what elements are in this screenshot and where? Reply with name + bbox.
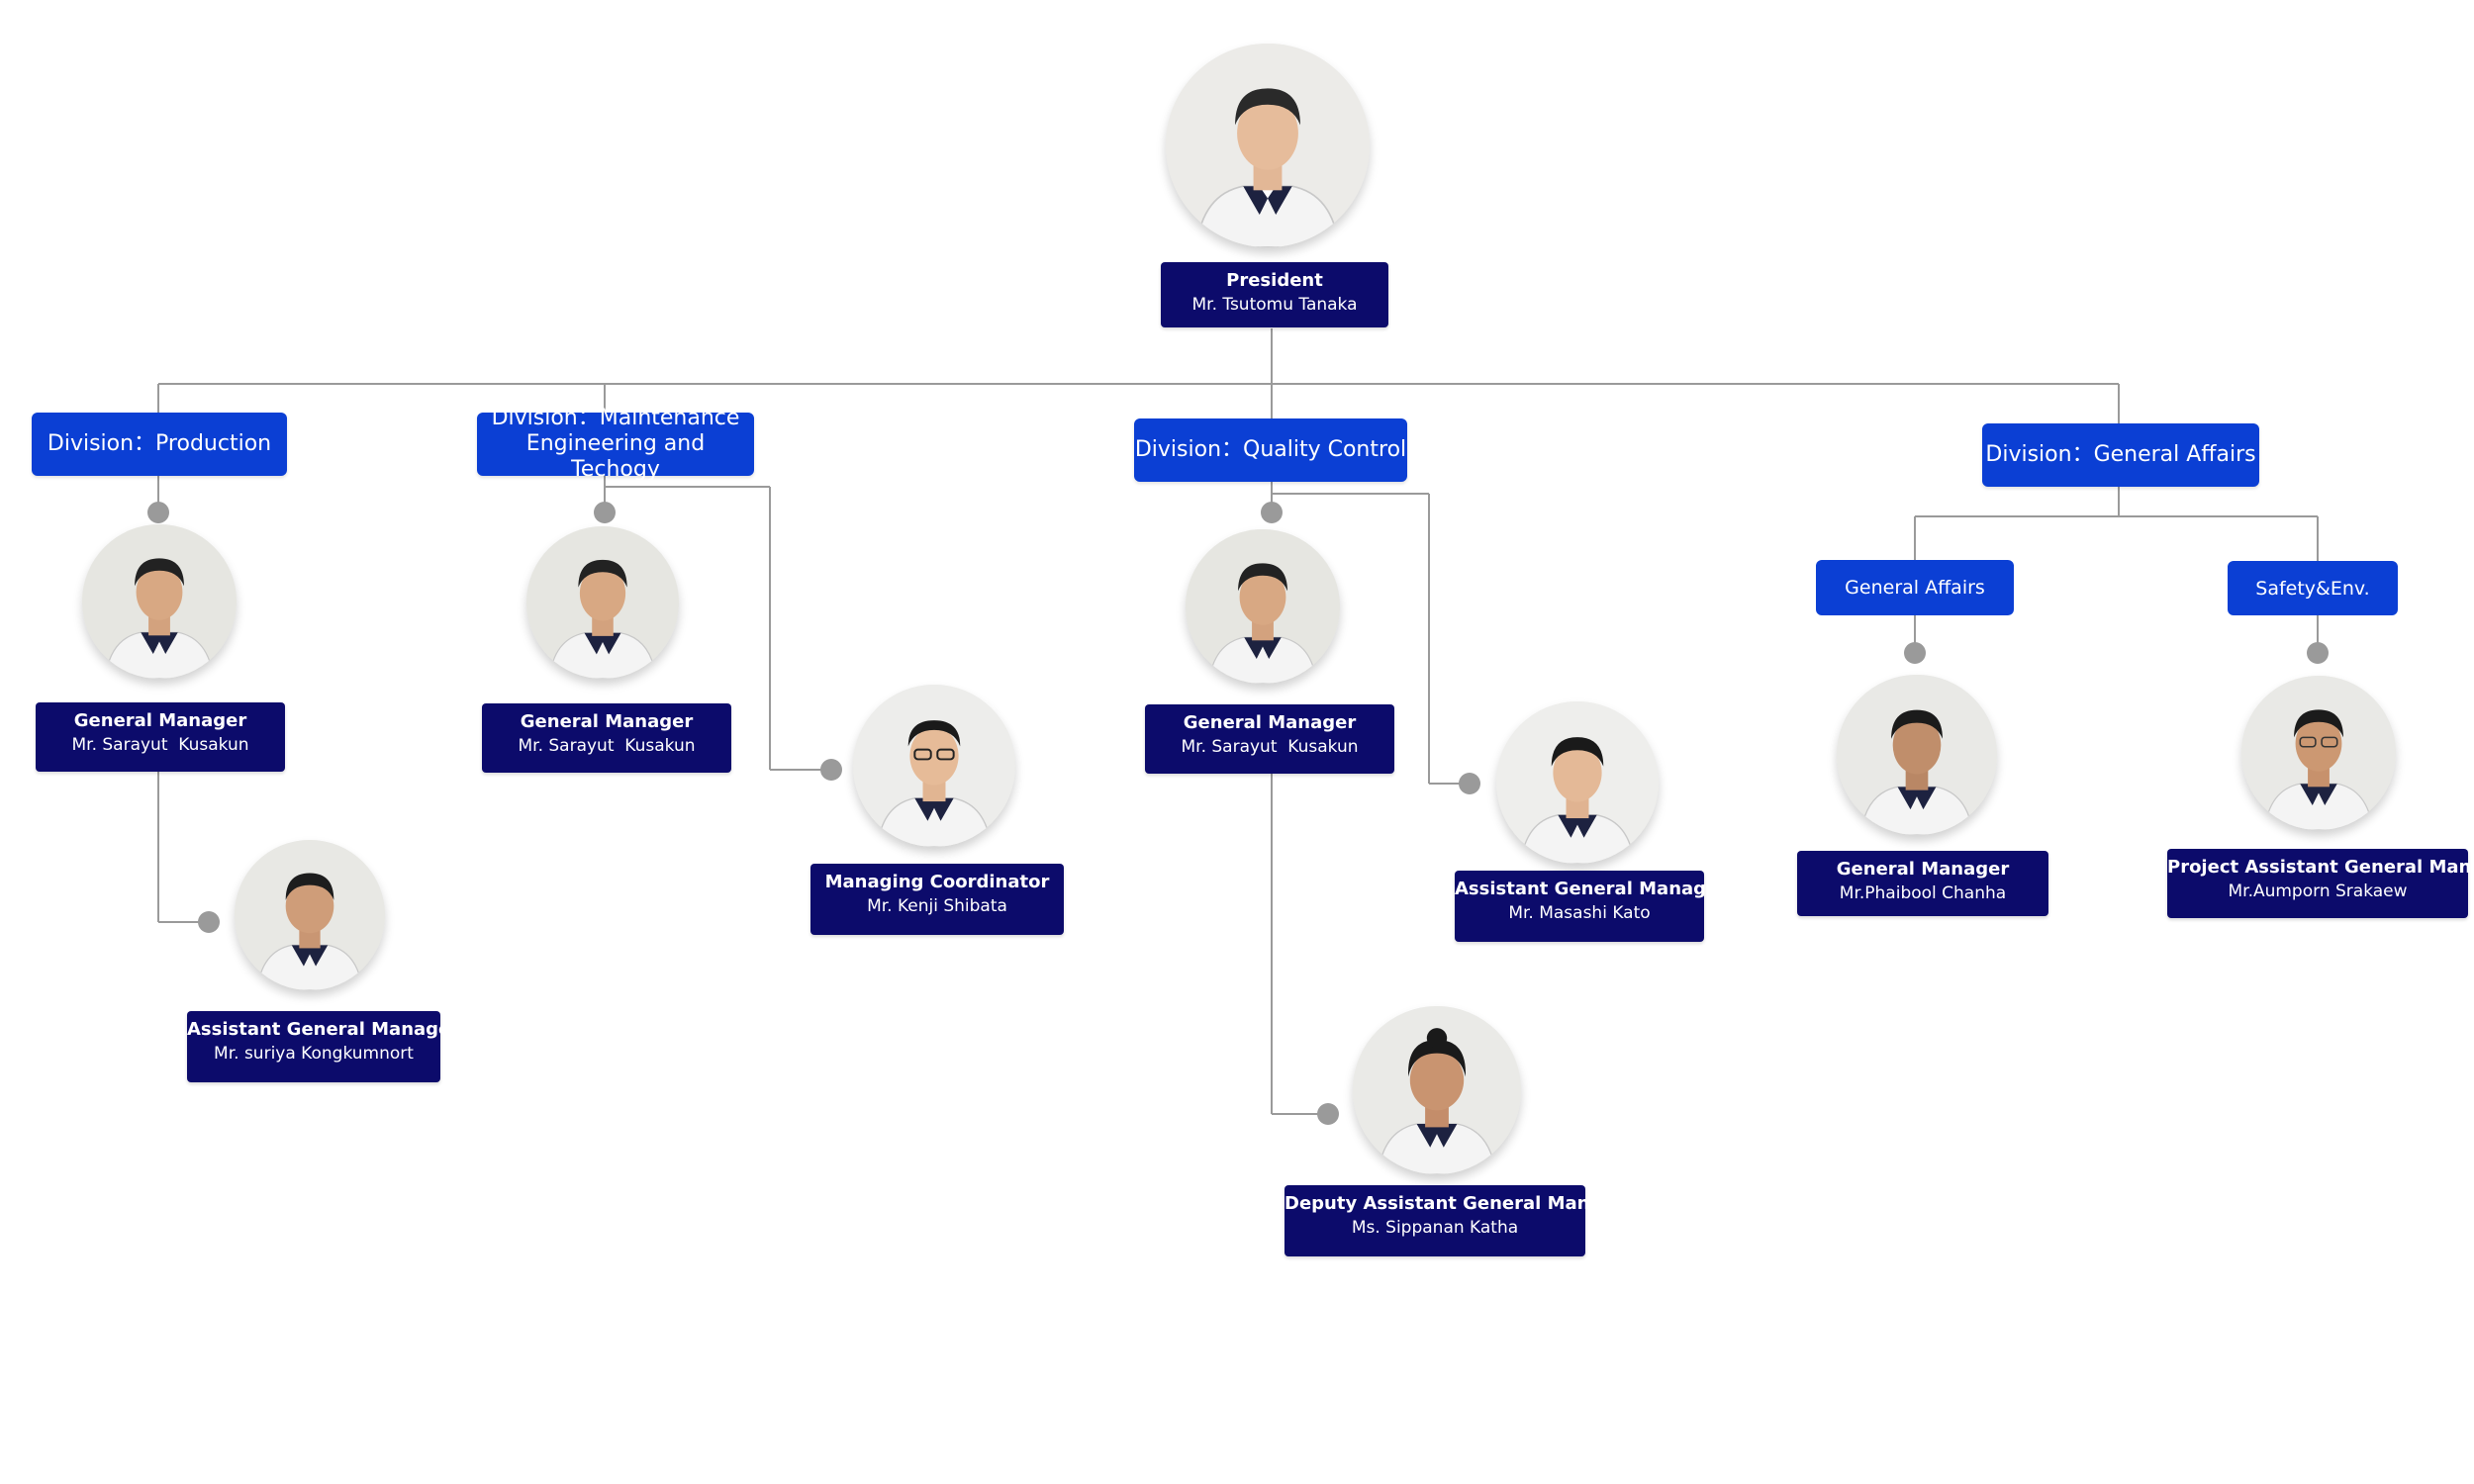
production-gm-name: Mr. Sarayut Kusakun bbox=[71, 735, 249, 755]
subdivision-safety-env[interactable]: Safety&Env. bbox=[2228, 561, 2398, 615]
connector-dot bbox=[594, 502, 616, 523]
production-agm-avatar bbox=[235, 840, 385, 990]
maintenance-coordinator-name: Mr. Kenji Shibata bbox=[867, 896, 1007, 916]
qc-agm-avatar bbox=[1496, 701, 1659, 864]
se-pagm-name: Mr.Aumporn Srakaew bbox=[2228, 881, 2408, 901]
qc-agm-name: Mr. Masashi Kato bbox=[1508, 903, 1651, 923]
connector-dot bbox=[1317, 1103, 1339, 1125]
subdivision-general-affairs[interactable]: General Affairs bbox=[1816, 560, 2014, 615]
connector-dot bbox=[198, 911, 220, 933]
president-name: Mr. Tsutomu Tanaka bbox=[1191, 295, 1358, 315]
president-box: President Mr. Tsutomu Tanaka bbox=[1161, 262, 1388, 327]
connector-dot bbox=[2307, 642, 2329, 664]
qc-gm-name: Mr. Sarayut Kusakun bbox=[1181, 737, 1359, 757]
qc-dagm-role: Deputy Assistant General Manager bbox=[1285, 1193, 1636, 1214]
qc-gm-role: General Manager bbox=[1183, 712, 1357, 733]
division-general-affairs[interactable]: Division：General Affairs bbox=[1982, 423, 2259, 487]
qc-gm-avatar bbox=[1186, 529, 1340, 684]
maintenance-coordinator-box: Managing Coordinator Mr. Kenji Shibata bbox=[810, 864, 1064, 935]
president-role: President bbox=[1226, 270, 1323, 291]
se-pagm-avatar bbox=[2241, 676, 2396, 830]
se-pagm-box: Project Assistant General Manager Mr.Aum… bbox=[2167, 849, 2474, 918]
maintenance-gm-box: General Manager Mr. Sarayut Kusakun bbox=[482, 703, 731, 773]
qc-dagm-name: Ms. Sippanan Katha bbox=[1351, 1218, 1519, 1238]
ga-gm-avatar bbox=[1837, 675, 1997, 835]
connector-dot bbox=[1904, 642, 1926, 664]
qc-dagm-avatar bbox=[1353, 1006, 1521, 1174]
production-gm-box: General Manager Mr. Sarayut Kusakun bbox=[36, 702, 285, 772]
connector-dot bbox=[1261, 502, 1283, 523]
production-agm-role: Assistant General Manager bbox=[187, 1019, 460, 1040]
ga-gm-box: General Manager Mr.Phaibool Chanha bbox=[1797, 851, 2048, 916]
division-quality-control[interactable]: Division：Quality Control bbox=[1134, 418, 1407, 482]
maintenance-coordinator-role: Managing Coordinator bbox=[824, 872, 1050, 892]
production-agm-name: Mr. suriya Kongkumnort bbox=[214, 1044, 414, 1064]
president-avatar bbox=[1166, 44, 1370, 247]
connector-dot bbox=[820, 759, 842, 781]
maintenance-gm-name: Mr. Sarayut Kusakun bbox=[518, 736, 696, 756]
connector-dot bbox=[1459, 773, 1480, 794]
qc-gm-box: General Manager Mr. Sarayut Kusakun bbox=[1145, 704, 1394, 774]
qc-dagm-box: Deputy Assistant General Manager Ms. Sip… bbox=[1285, 1185, 1636, 1256]
maintenance-gm-avatar bbox=[526, 526, 679, 679]
division-production[interactable]: Division：Production bbox=[32, 413, 287, 476]
se-pagm-role: Project Assistant General Manager bbox=[2167, 857, 2474, 878]
production-gm-avatar bbox=[82, 524, 237, 679]
qc-agm-box: Assistant General Manager Mr. Masashi Ka… bbox=[1455, 871, 1728, 942]
ga-gm-role: General Manager bbox=[1836, 859, 2010, 880]
qc-agm-role: Assistant General Manager bbox=[1455, 879, 1728, 899]
maintenance-coordinator-avatar bbox=[853, 685, 1015, 847]
maintenance-gm-role: General Manager bbox=[520, 711, 694, 732]
production-agm-box: Assistant General Manager Mr. suriya Kon… bbox=[187, 1011, 460, 1082]
division-maintenance[interactable]: Division：Maintenance Engineering and Tec… bbox=[477, 406, 754, 482]
production-gm-role: General Manager bbox=[73, 710, 247, 731]
connector-dot bbox=[147, 502, 169, 523]
ga-gm-name: Mr.Phaibool Chanha bbox=[1839, 883, 2007, 903]
